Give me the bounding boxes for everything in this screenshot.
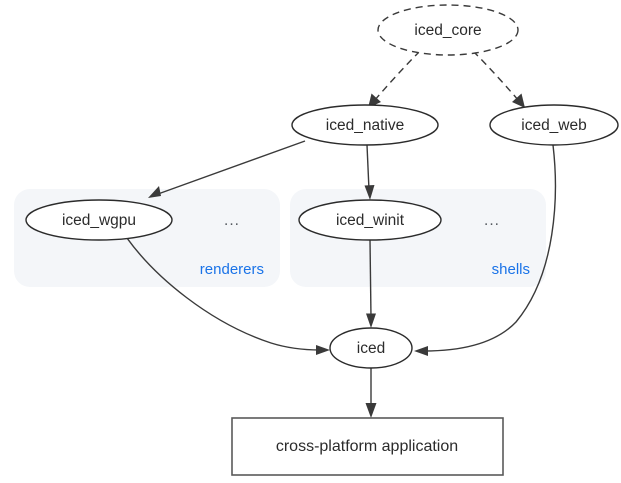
shells-ellipsis-label: ... bbox=[484, 212, 500, 229]
cluster-shells-label: shells bbox=[492, 261, 530, 278]
edge-iced-to-application bbox=[365, 368, 377, 418]
edge-wgpu-to-iced-line bbox=[126, 237, 321, 351]
node-iced-wgpu-ellipse[interactable] bbox=[25, 199, 173, 241]
node-application[interactable]: cross-platform application bbox=[231, 417, 504, 476]
edge-wgpu-to-iced bbox=[126, 237, 330, 355]
edge-core-to-web bbox=[472, 50, 525, 108]
node-iced-native-ellipse[interactable] bbox=[291, 104, 439, 146]
renderers-ellipsis-label: ... bbox=[224, 212, 240, 229]
edge-web-to-iced-line bbox=[423, 144, 557, 352]
edge-core-to-web-arrowhead bbox=[512, 93, 525, 108]
node-iced-native[interactable]: iced_native bbox=[291, 104, 439, 146]
edge-wgpu-to-iced-arrowhead bbox=[316, 345, 330, 355]
node-application-label: cross-platform application bbox=[276, 438, 458, 455]
edge-native-to-wgpu-line bbox=[157, 140, 306, 195]
node-iced-winit-ellipse[interactable] bbox=[298, 199, 442, 241]
node-iced-wgpu-label: iced_wgpu bbox=[62, 212, 136, 229]
edge-winit-to-iced bbox=[366, 239, 376, 328]
cluster-renderers-label: renderers bbox=[200, 261, 264, 278]
edge-native-to-wgpu bbox=[148, 140, 306, 198]
edge-native-to-winit bbox=[364, 144, 375, 200]
node-iced-web-label: iced_web bbox=[521, 117, 587, 134]
edge-native-to-wgpu-arrowhead bbox=[148, 186, 161, 198]
edge-core-to-native-line bbox=[373, 50, 421, 102]
node-iced-label: iced bbox=[357, 340, 385, 357]
node-application-box[interactable] bbox=[231, 417, 504, 476]
node-iced-ellipse[interactable] bbox=[329, 327, 413, 369]
node-iced[interactable]: iced bbox=[329, 327, 413, 369]
edge-web-to-iced-arrowhead bbox=[414, 346, 428, 356]
node-iced-winit-label: iced_winit bbox=[336, 212, 405, 229]
node-iced-core[interactable]: iced_core bbox=[377, 4, 519, 56]
node-iced-web[interactable]: iced_web bbox=[489, 104, 619, 146]
edge-core-to-native bbox=[368, 50, 421, 108]
node-iced-winit[interactable]: iced_winit bbox=[298, 199, 442, 241]
node-iced-wgpu[interactable]: iced_wgpu bbox=[25, 199, 173, 241]
node-iced-core-ellipse[interactable] bbox=[377, 4, 519, 56]
edge-core-to-web-line bbox=[472, 50, 520, 102]
edge-iced-to-application-arrowhead bbox=[365, 403, 377, 418]
node-iced-web-ellipse[interactable] bbox=[489, 104, 619, 146]
node-iced-core-label: iced_core bbox=[414, 22, 481, 39]
edge-winit-to-iced-line bbox=[369, 239, 372, 319]
edge-web-to-iced bbox=[414, 144, 557, 356]
edge-winit-to-iced-arrowhead bbox=[366, 313, 376, 328]
edge-native-to-winit-line bbox=[366, 144, 370, 191]
edge-native-to-winit-arrowhead bbox=[364, 185, 375, 200]
node-iced-native-label: iced_native bbox=[326, 117, 404, 134]
